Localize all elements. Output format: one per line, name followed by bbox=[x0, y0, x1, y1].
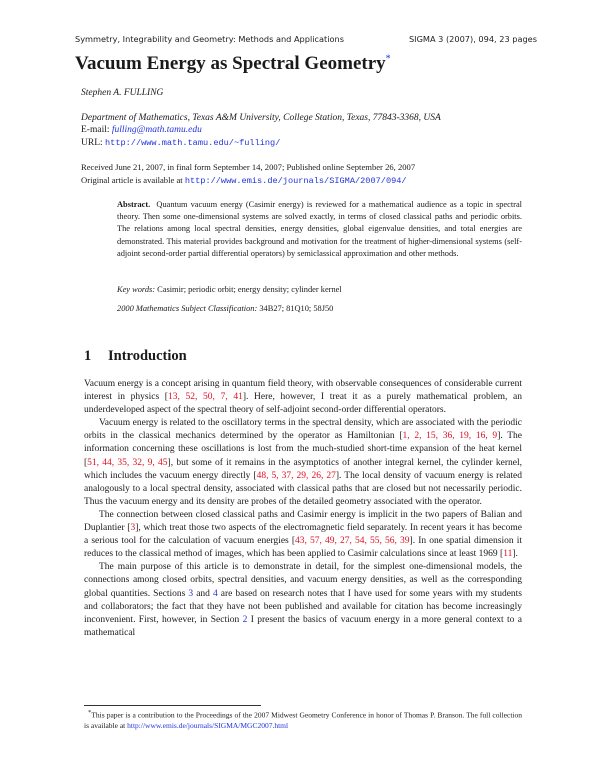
paragraph: The main purpose of this article is to d… bbox=[84, 561, 522, 640]
text: are based on research notes that I have … bbox=[84, 588, 522, 625]
citation-link[interactable]: 11 bbox=[503, 549, 513, 560]
abstract-label: Abstract. bbox=[117, 200, 151, 209]
text: ], which treat those two aspects of the … bbox=[84, 523, 522, 547]
paper-title: Vacuum Energy as Spectral Geometry* bbox=[75, 53, 391, 75]
title-text: Vacuum Energy as Spectral Geometry bbox=[75, 53, 386, 74]
citation-link[interactable]: 43, 57, 49, 27, 54, 55, 56, 39 bbox=[295, 536, 410, 547]
homepage-link[interactable]: http://www.math.tamu.edu/~fulling/ bbox=[105, 138, 281, 148]
email-link[interactable]: fulling@math.tamu.edu bbox=[111, 125, 202, 135]
text: Vacuum energy is a concept arising in qu… bbox=[84, 379, 522, 403]
msc-label: 2000 Mathematics Subject Classification: bbox=[117, 304, 258, 313]
text: I present the basics of vacuum energy in… bbox=[84, 614, 522, 638]
citation-link[interactable]: 13, 52, 50, 7, 41 bbox=[167, 392, 243, 403]
footnote-text: This paper is a contribution to the Proc… bbox=[84, 710, 522, 731]
footnote-divider bbox=[84, 705, 261, 706]
running-header-citation: SIGMA 3 (2007), 094, 23 pages bbox=[408, 34, 537, 44]
section-heading: 1 Introduction bbox=[84, 348, 187, 365]
collection-link[interactable]: http://www.emis.de/journals/SIGMA/MGC200… bbox=[127, 721, 289, 730]
title-footnote-link[interactable]: * bbox=[385, 53, 391, 65]
keywords: Key words: Casimir; periodic orbit; ener… bbox=[117, 285, 342, 294]
paragraph: Vacuum energy is a concept arising in qu… bbox=[84, 378, 522, 417]
citation-link[interactable]: 48, 5, 37, 29, 26, 27 bbox=[256, 470, 336, 481]
email-line: E-mail: fulling@math.tamu.edu bbox=[81, 125, 202, 135]
section-title: Introduction bbox=[108, 348, 187, 364]
footnote: *This paper is a contribution to the Pro… bbox=[84, 708, 522, 732]
abstract: Abstract. Quantum vacuum energy (Casimir… bbox=[117, 199, 522, 260]
url-line: URL: http://www.math.tamu.edu/~fulling/ bbox=[81, 138, 280, 148]
running-header-journal: Symmetry, Integrability and Geometry: Me… bbox=[75, 34, 344, 44]
original-article-label: Original article is available at bbox=[81, 175, 183, 185]
section-ref-link[interactable]: 3 bbox=[188, 588, 194, 599]
url-label: URL: bbox=[81, 138, 103, 148]
msc-value: 34B27; 81Q10; 58J50 bbox=[259, 304, 334, 313]
affiliation: Department of Mathematics, Texas A&M Uni… bbox=[81, 113, 441, 123]
text: ]. The information concerning these osci… bbox=[84, 431, 523, 468]
original-article-line: Original article is available at http://… bbox=[81, 175, 407, 186]
text: Vacuum energy is related to the oscillat… bbox=[84, 418, 522, 442]
original-article-link[interactable]: http://www.emis.de/journals/SIGMA/2007/0… bbox=[184, 176, 407, 186]
text: ]. bbox=[512, 549, 518, 560]
abstract-text: Quantum vacuum energy (Casimir energy) i… bbox=[117, 200, 522, 258]
text: ]. In one spatial dimension it reduces t… bbox=[84, 536, 523, 560]
section-ref-link[interactable]: 4 bbox=[212, 588, 218, 599]
section-number: 1 bbox=[84, 348, 92, 364]
keywords-value: Casimir; periodic orbit; energy density;… bbox=[157, 285, 342, 294]
paragraph: The connection between closed classical … bbox=[84, 509, 522, 561]
text: The main purpose of this article is to d… bbox=[84, 562, 522, 599]
paragraph: Vacuum energy is related to the oscillat… bbox=[84, 417, 522, 509]
received-dates: Received June 21, 2007, in final form Se… bbox=[81, 162, 416, 172]
body-text: Vacuum energy is a concept arising in qu… bbox=[84, 378, 522, 640]
footnote-mark: * bbox=[88, 709, 92, 716]
text: and bbox=[193, 588, 213, 599]
text: ]. The local density of vacuum energy is… bbox=[84, 470, 522, 507]
email-label: E-mail: bbox=[81, 125, 110, 135]
text: The connection between closed classical … bbox=[84, 509, 522, 534]
author-name: Stephen A. FULLING bbox=[81, 88, 164, 98]
citation-link[interactable]: 51, 44, 35, 32, 9, 45 bbox=[87, 457, 168, 468]
citation-link[interactable]: 1, 2, 15, 36, 19, 16, 9 bbox=[402, 431, 498, 442]
keywords-label: Key words: bbox=[117, 285, 156, 294]
section-ref-link[interactable]: 2 bbox=[242, 614, 248, 625]
text: ], but some of it remains in the asympto… bbox=[84, 457, 523, 481]
citation-link[interactable]: 3 bbox=[130, 523, 136, 534]
msc-classification: 2000 Mathematics Subject Classification:… bbox=[117, 304, 333, 313]
text: ]. Here, however, I treat it as a purely… bbox=[84, 392, 523, 416]
